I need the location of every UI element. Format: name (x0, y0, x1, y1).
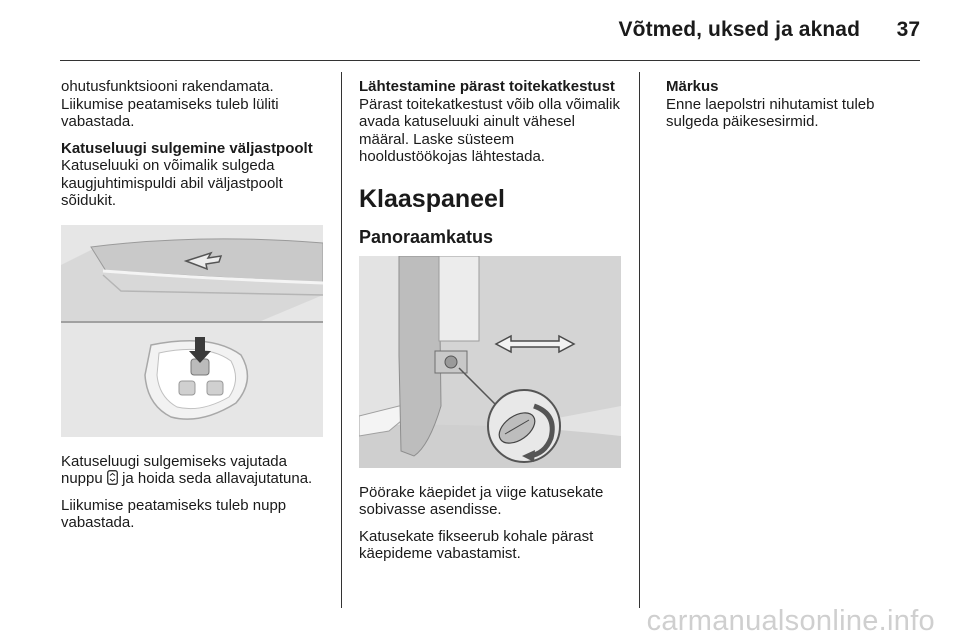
paragraph: Katuseluuki on võimalik sulgeda kaugjuht… (61, 157, 283, 209)
sunroof-button-icon (107, 470, 118, 485)
note-text: Enne laepolstri nihutamist tuleb sulgeda… (666, 95, 875, 131)
column-divider-2 (639, 72, 640, 608)
section-heading-h2: Panoraamkatus (359, 226, 494, 247)
paragraph: Pärast toitekatkestust võib olla võimali… (359, 95, 620, 166)
panoramic-roof-handle-figure (359, 255, 621, 468)
page-number: 37 (896, 18, 920, 41)
section-title: Katuseluugi sulgemine väljastpoolt (61, 139, 313, 157)
roof-cover-panel (438, 255, 480, 341)
watermark-text: carmanualsonline.info (646, 605, 935, 637)
page-header-title: Võtmed, uksed ja aknad (618, 18, 860, 41)
paragraph: Liikumise peatamiseks tuleb nupp vabasta… (61, 496, 287, 532)
paragraph: Katusekate fikseerub kohale pärast käepi… (359, 527, 594, 563)
roof-closing-remote-figure (61, 224, 323, 437)
column-1: ohutusfunktsiooni rakendamata. Liikumise… (61, 78, 329, 541)
rotate-arrow-icon (528, 403, 555, 458)
header-divider (60, 60, 920, 61)
paragraph: Pöörake käepidet ja viige katusekate sob… (359, 483, 604, 519)
sliding-direction-arrow-icon (494, 334, 576, 353)
section-heading-h1: Klaaspaneel (359, 184, 505, 213)
closing-direction-arrow-icon (183, 251, 223, 270)
roof-pillar (398, 255, 442, 457)
section-title: Lähtestamine pärast toitekatkestust (359, 78, 615, 95)
note-title: Märkus (666, 78, 719, 95)
column-2: Lähtestamine pärast toitekatkestust Pära… (359, 78, 625, 572)
figure-caption: Katuseluugi sulgemiseks vajutada nuppu j… (61, 452, 313, 488)
column-3: Märkus Enne laepolstri nihutamist tuleb … (666, 78, 906, 140)
press-down-arrow-icon (189, 336, 211, 363)
paragraph: ohutusfunktsiooni rakendamata. Liikumise… (61, 78, 279, 130)
column-divider-1 (341, 72, 342, 608)
